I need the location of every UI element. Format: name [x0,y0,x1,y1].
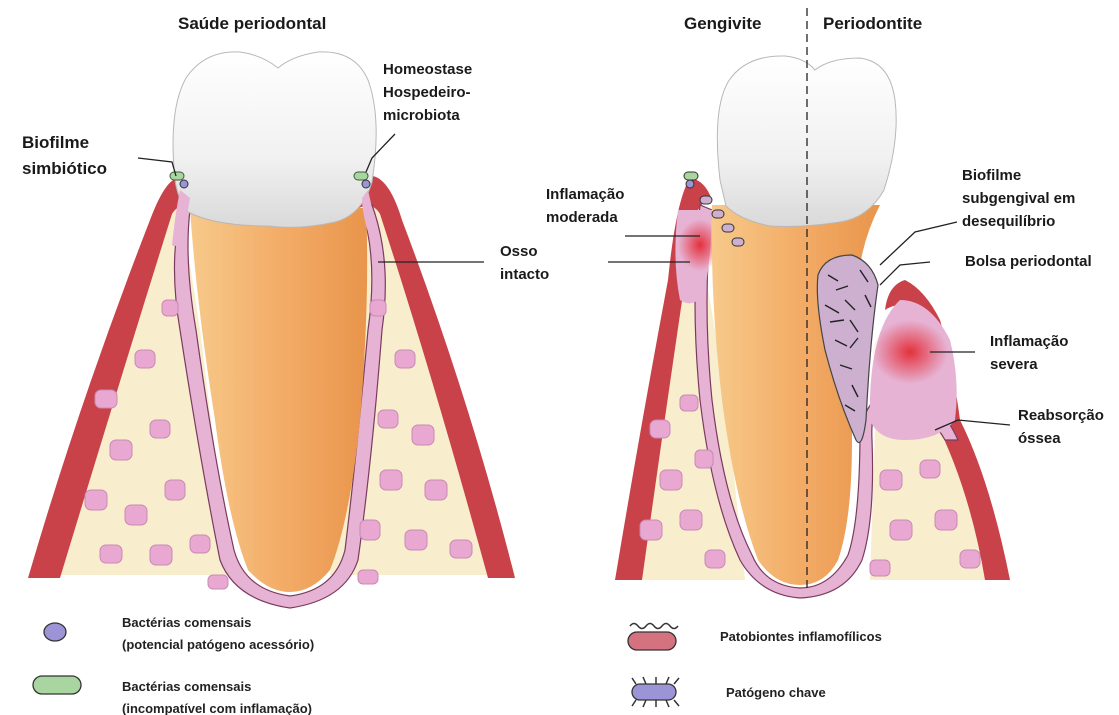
keystone-pathogen-icon [632,677,679,707]
title-periodontitis: Periodontite [823,12,922,35]
tooth-crown [173,52,376,227]
label-line: Biofilme [22,130,107,156]
label-line: Hospedeiro- [383,81,472,104]
pathobiont-icon [628,624,678,651]
legend-line: (potencial patógeno acessório) [122,634,314,656]
label-line: Homeostase [383,58,472,81]
label-line: subgengival em [962,187,1075,210]
label-line: Inflamação [546,183,624,206]
label-dysbiotic-biofilm: Biofilme subgengival em desequilíbrio [962,164,1075,233]
legend-keystone-pathogen: Patógeno chave [726,682,826,704]
label-line: Inflamação [990,330,1068,353]
legend-commensal-rod: Bactérias comensais (incompatível com in… [122,676,312,715]
label-line: óssea [1018,427,1104,450]
label-homeostasis: Homeostase Hospedeiro- microbiota [383,58,472,127]
diseased-tooth-group [615,8,1010,598]
label-line: moderada [546,206,624,229]
legend-line: Bactérias comensais [122,676,312,698]
label-line: intacto [500,263,549,286]
title-healthy: Saúde periodontal [178,12,326,35]
legend-line: Bactérias comensais [122,612,314,634]
label-line: desequilíbrio [962,210,1075,233]
label-line: Biofilme [962,164,1075,187]
label-bone-resorption: Reabsorção óssea [1018,404,1104,450]
label-line: simbiótico [22,156,107,182]
legend-pathobionts: Patobiontes inflamofílicos [720,626,882,648]
label-line: severa [990,353,1068,376]
commensal-rod-icon [33,676,81,694]
label-intact-bone: Osso intacto [500,240,549,286]
label-periodontal-pocket: Bolsa periodontal [965,250,1092,273]
label-line: Osso [500,240,549,263]
commensal-coccus-icon [44,623,66,641]
legend-line: (incompatível com inflamação) [122,698,312,715]
label-line: Reabsorção [1018,404,1104,427]
label-severe-inflammation: Inflamação severa [990,330,1068,376]
label-symbiotic-biofilm: Biofilme simbiótico [22,130,107,182]
label-line: microbiota [383,104,472,127]
label-moderate-inflammation: Inflamação moderada [546,183,624,229]
legend-commensal-coccus: Bactérias comensais (potencial patógeno … [122,612,314,656]
title-gingivitis: Gengivite [684,12,761,35]
